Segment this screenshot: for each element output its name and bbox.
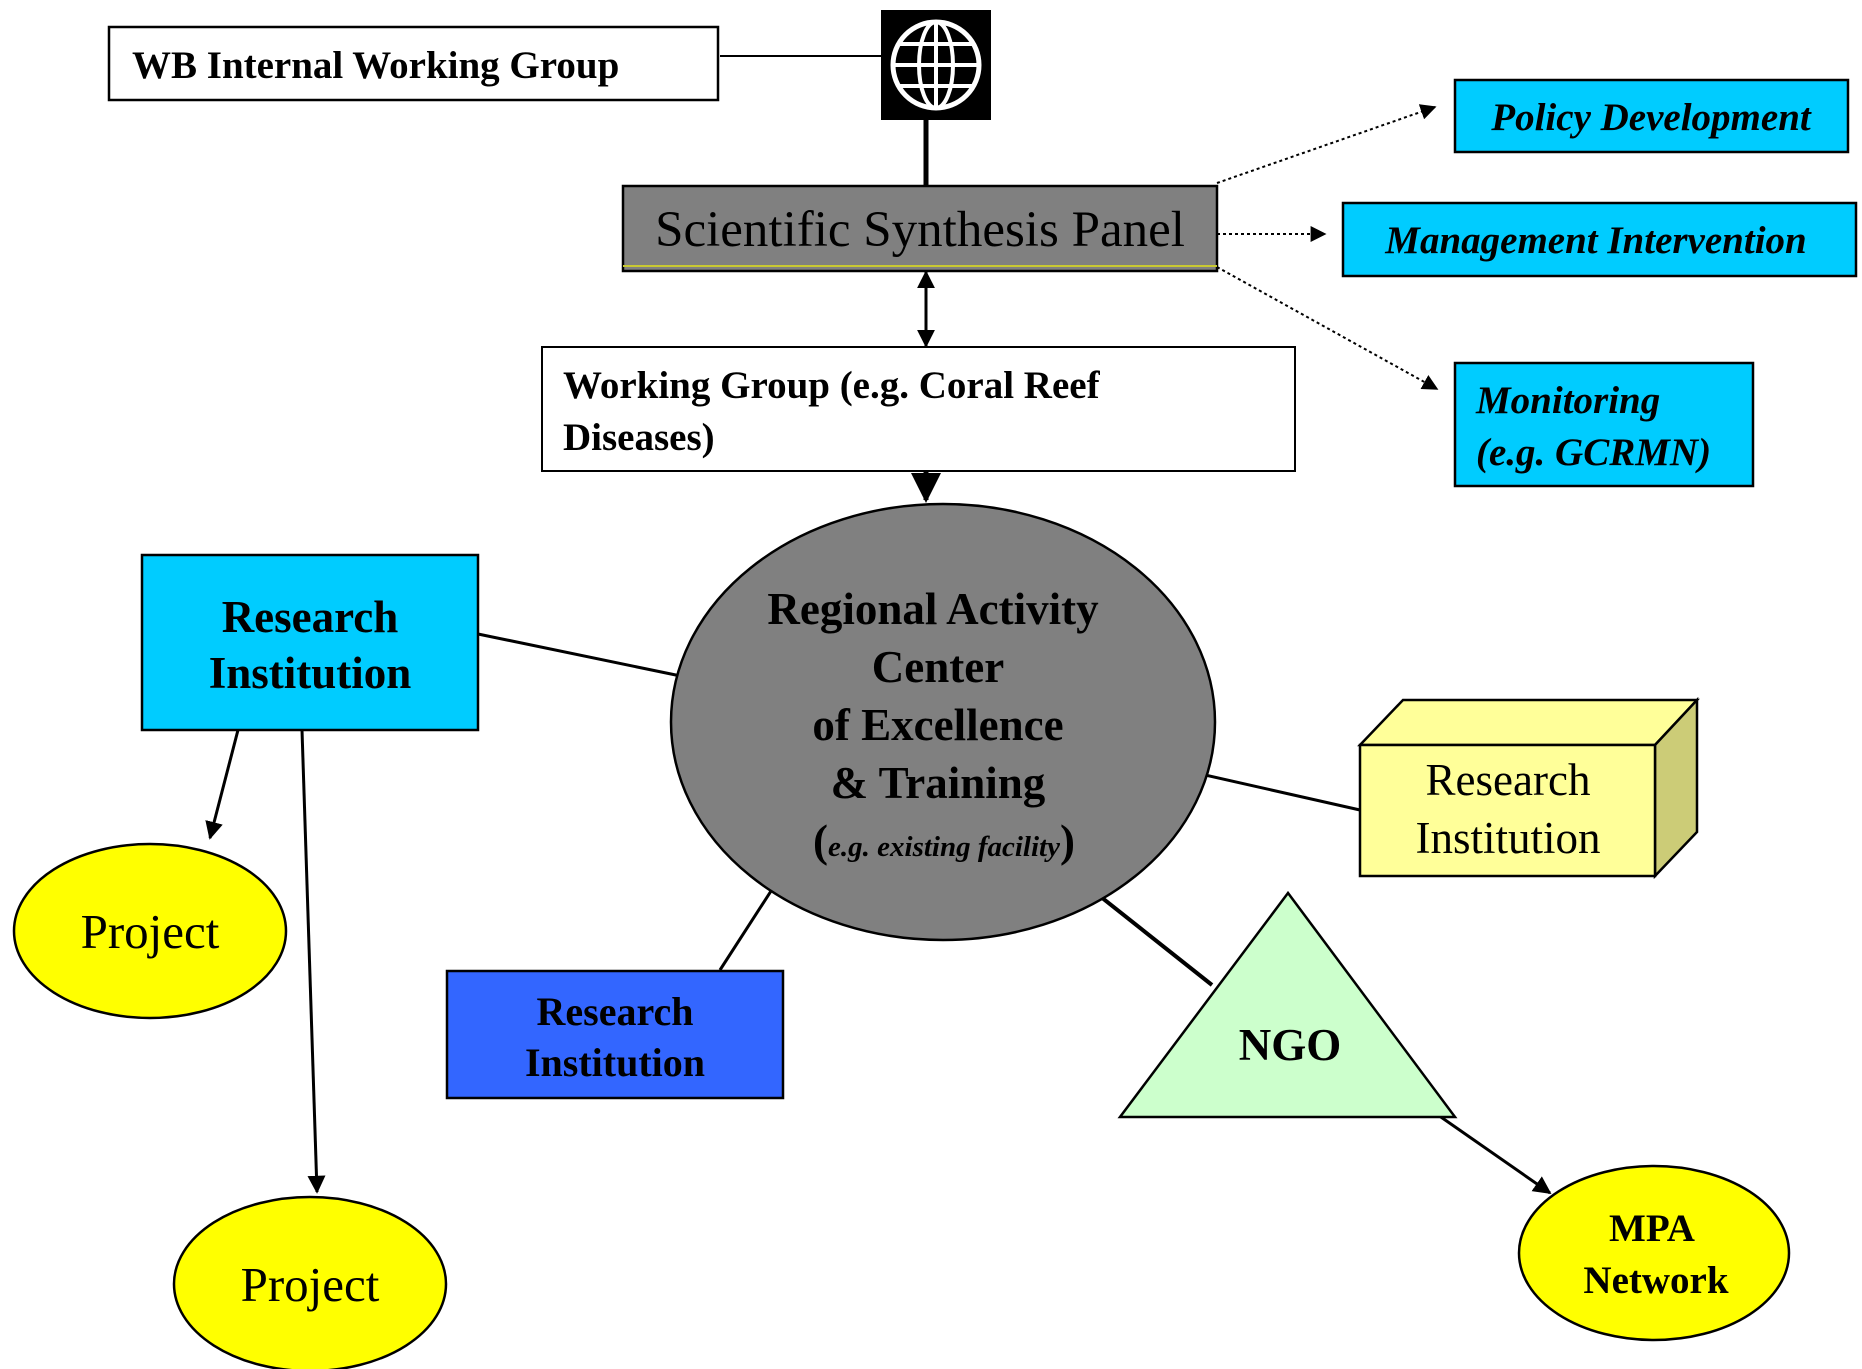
arrow-research-to-project-1 [205, 729, 240, 840]
project-ellipse-1: Project [12, 842, 288, 1020]
research-institution-right: Research Institution [1357, 696, 1700, 880]
mpa-line1: MPA [1609, 1207, 1695, 1250]
project-1-label: Project [81, 904, 220, 959]
ngo-label: NGO [1239, 1020, 1342, 1070]
regional-center-line2: Center [872, 642, 1004, 692]
research-left-line1: Research [222, 592, 399, 642]
monitoring-box: Monitoring (e.g. GCRMN) [1453, 361, 1755, 488]
working-group-label-line2: Diseases) [563, 416, 715, 459]
arrow-research-to-project-2 [300, 729, 326, 1194]
scientific-synthesis-panel-label: Scientific Synthesis Panel [655, 202, 1185, 258]
mpa-line2: Network [1583, 1259, 1728, 1302]
monitoring-label-line2: (e.g. GCRMN) [1476, 431, 1711, 474]
research-right-line1: Research [1426, 755, 1591, 805]
regional-center-example: (e.g. existing facility) [813, 816, 1075, 866]
wb-internal-working-group-box: WB Internal Working Group [107, 25, 720, 102]
working-group-box: Working Group (e.g. Coral Reef Diseases) [541, 346, 1296, 472]
management-intervention-box: Management Intervention [1341, 201, 1858, 278]
policy-development-box: Policy Development [1453, 78, 1850, 154]
management-intervention-label: Management Intervention [1384, 219, 1806, 262]
scientific-synthesis-panel-box: Scientific Synthesis Panel [621, 184, 1219, 273]
research-institution-bottom: Research Institution [445, 969, 785, 1100]
regional-activity-center: Regional Activity Center of Excellence &… [669, 502, 1217, 942]
research-bottom-line1: Research [537, 989, 694, 1034]
regional-center-line3: of Excellence [812, 700, 1063, 750]
regional-center-line1: Regional Activity [767, 584, 1099, 634]
project-ellipse-2: Project [172, 1195, 448, 1369]
globe-icon [881, 10, 991, 120]
research-left-line2: Institution [209, 648, 412, 698]
ngo-triangle: NGO [1117, 890, 1458, 1119]
regional-center-paren-open: ( [813, 816, 828, 866]
arrow-ngo-to-mpa [1437, 1113, 1552, 1195]
research-bottom-line2: Institution [525, 1040, 705, 1085]
regional-center-paren-close: ) [1060, 816, 1075, 866]
policy-development-label: Policy Development [1490, 96, 1812, 139]
connector-research-left-center [477, 632, 701, 682]
monitoring-label-line1: Monitoring [1475, 379, 1660, 422]
regional-center-example-text: e.g. existing facility [828, 831, 1060, 863]
project-2-label: Project [241, 1257, 380, 1312]
wb-internal-working-group-label: WB Internal Working Group [132, 44, 619, 87]
working-group-label-line1: Working Group (e.g. Coral Reef [563, 364, 1101, 407]
regional-center-line4: & Training [831, 758, 1046, 808]
mpa-network-ellipse: MPA Network [1517, 1164, 1791, 1342]
dotted-arrow-policy [1216, 104, 1437, 184]
research-institution-left: Research Institution [140, 553, 480, 732]
research-right-line2: Institution [1415, 813, 1600, 863]
